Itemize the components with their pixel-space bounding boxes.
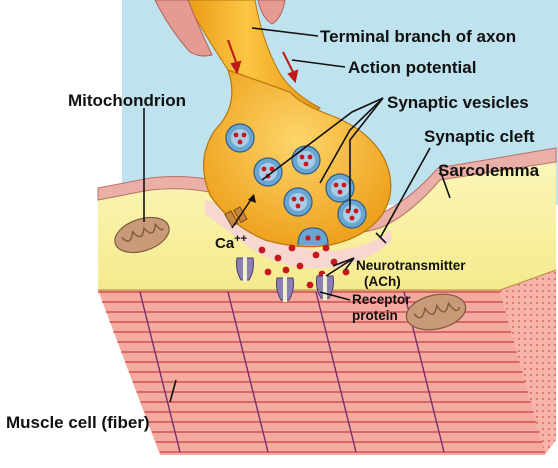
synaptic-vesicle	[225, 123, 255, 153]
fusing-vesicle	[297, 227, 329, 246]
synaptic-vesicle	[291, 145, 321, 175]
synaptic-cleft-region	[205, 200, 392, 269]
ach-molecule	[342, 268, 350, 276]
label-mitochondrion: Mitochondrion	[68, 91, 186, 110]
synaptic-vesicle	[283, 187, 313, 217]
label-receptor: Receptor	[352, 292, 411, 307]
label-calcium: Ca++	[215, 233, 247, 252]
ach-molecule	[296, 262, 304, 270]
ach-molecule	[312, 251, 320, 259]
ach-molecule	[288, 244, 296, 252]
ach-molecule	[274, 254, 282, 262]
label-ach: (ACh)	[364, 274, 401, 289]
label-synaptic-vesicles: Synaptic vesicles	[387, 93, 529, 112]
calcium-channel	[224, 194, 256, 229]
ach-molecule	[264, 268, 272, 276]
mitochondrion-right	[405, 293, 467, 331]
label-neurotransmitter: Neurotransmitter	[356, 258, 466, 273]
leader-lines	[143, 27, 451, 403]
ach-molecule	[258, 246, 266, 254]
synaptic-vesicle	[337, 199, 367, 229]
synaptic-vesicles	[225, 123, 367, 229]
label-sarcolemma: Sarcolemma	[438, 161, 540, 180]
label-action-potential: Action potential	[348, 58, 476, 77]
label-terminal-branch-of-axon: Terminal branch of axon	[320, 27, 516, 46]
action-potential-arrows	[227, 39, 299, 84]
label-muscle-cell: Muscle cell (fiber)	[6, 413, 150, 432]
synaptic-vesicle	[325, 173, 355, 203]
receptor-protein	[276, 276, 294, 302]
schwann-cell-right	[257, 0, 286, 25]
ach-molecule	[330, 258, 338, 266]
label-synaptic-cleft: Synaptic cleft	[424, 127, 535, 146]
schwann-cell	[154, 0, 213, 57]
myofibril-block	[98, 270, 556, 455]
ach-molecule	[322, 244, 330, 252]
label-protein: protein	[352, 308, 398, 323]
receptor-protein	[236, 256, 254, 282]
ach-molecule	[306, 281, 314, 289]
neurotransmitter-molecules	[258, 244, 350, 289]
synaptic-vesicle	[253, 157, 283, 187]
mitochondrion-left	[114, 216, 170, 254]
ach-molecule	[282, 266, 290, 274]
